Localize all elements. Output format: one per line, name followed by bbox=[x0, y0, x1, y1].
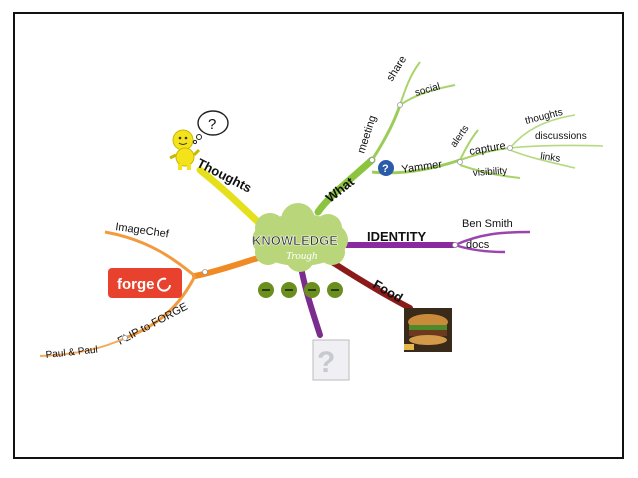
help-icon-glyph: ? bbox=[382, 163, 389, 175]
label-imagechef: ImageChef bbox=[115, 221, 171, 241]
connector-dots bbox=[122, 102, 513, 341]
help-icon bbox=[378, 160, 394, 176]
forge-logo: forge bbox=[108, 268, 182, 298]
branch-thoughts bbox=[196, 166, 262, 226]
burger-image bbox=[404, 308, 452, 352]
label-identity: IDENTITY bbox=[367, 229, 427, 244]
branch-imagechef bbox=[104, 230, 196, 278]
question-cubes-icon: ? bbox=[312, 339, 350, 381]
label-discussions: discussions bbox=[535, 131, 587, 142]
label-ben-smith: Ben Smith bbox=[462, 218, 513, 230]
label-links: links bbox=[540, 151, 561, 165]
branch-food bbox=[329, 259, 413, 311]
label-share: share bbox=[384, 54, 409, 84]
branch-forge bbox=[192, 255, 261, 279]
branch-social bbox=[399, 84, 456, 106]
label-yammer: Yammer bbox=[401, 158, 443, 176]
branch-capture-thoughts bbox=[509, 114, 576, 149]
label-visibility: visibility bbox=[472, 166, 507, 179]
label-paul: Paul & Paul bbox=[45, 345, 98, 361]
question-cubes-glyph: ? bbox=[317, 346, 335, 379]
branch-visibility bbox=[459, 164, 521, 179]
branch-flip bbox=[124, 275, 197, 340]
branch-share bbox=[399, 61, 421, 106]
branch-links bbox=[509, 149, 576, 169]
branch-docs bbox=[454, 243, 506, 254]
branch-what bbox=[314, 156, 376, 216]
branch-paul bbox=[39, 337, 126, 357]
central-subtitle: Trough bbox=[286, 250, 318, 262]
branch-unknown bbox=[297, 259, 323, 338]
branch-alerts bbox=[459, 129, 479, 161]
branch-ben-smith bbox=[454, 230, 531, 247]
trough-icons bbox=[258, 282, 343, 298]
branch-discussions bbox=[509, 144, 604, 149]
label-docs: docs bbox=[466, 239, 490, 251]
label-capture: capture bbox=[468, 140, 506, 158]
label-social: social bbox=[414, 81, 442, 99]
label-flip: FLIP to FORGE bbox=[116, 301, 190, 348]
thought-bubble-glyph: ? bbox=[208, 116, 216, 133]
central-node: KNOWLEDGE Trough bbox=[252, 203, 348, 272]
thinker-icon bbox=[169, 129, 201, 170]
label-food: Food bbox=[371, 277, 406, 306]
label-meeting: meeting bbox=[355, 114, 379, 155]
branch-meeting bbox=[370, 104, 402, 161]
thought-bubble-icon: ? bbox=[192, 110, 229, 145]
branch-capture bbox=[459, 147, 511, 161]
forge-logo-text: forge bbox=[117, 276, 155, 293]
central-title: KNOWLEDGE bbox=[252, 233, 338, 248]
